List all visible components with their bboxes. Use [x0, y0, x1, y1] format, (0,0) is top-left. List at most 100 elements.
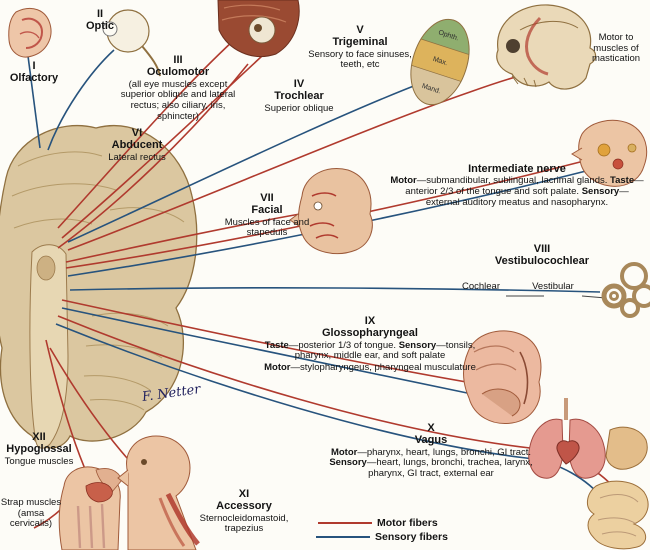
- accessory-desc: Sternocleidomastoid, trapezius: [199, 512, 289, 535]
- oculomotor-desc: (all eye muscles except superior oblique…: [120, 78, 236, 122]
- label-oculomotor: III Oculomotor (all eye muscles except s…: [116, 54, 240, 122]
- label-hypoglossal: XII Hypoglossal Tongue muscles: [0, 431, 78, 467]
- facial-fiber: [65, 213, 301, 263]
- glossopharyngeal-desc: Taste—posterior 1/3 of tongue. Sensory—t…: [260, 339, 480, 362]
- oculomotor-numeral: III: [173, 54, 183, 66]
- glossopharyngeal-motor-label: Motor: [264, 361, 291, 373]
- trochlear-numeral: IV: [293, 78, 305, 90]
- glossopharyngeal-name: Glossopharyngeal: [322, 327, 418, 340]
- intermediate-desc: Motor—submandibular, sublingual, lacrima…: [390, 175, 644, 208]
- facial-numeral: VII: [260, 192, 274, 204]
- glossopharyngeal-motor-fiber: [61, 299, 479, 385]
- vestibulocochlear-numeral: VIII: [533, 243, 551, 255]
- optic-fiber: [47, 49, 115, 151]
- label-optic: II Optic: [74, 8, 126, 33]
- accessory-name: Accessory: [216, 500, 272, 513]
- olfactory-numeral: I: [32, 60, 36, 72]
- legend-motor-label: Motor fibers: [377, 517, 438, 529]
- salivary-gland-illustration: [571, 119, 648, 187]
- brain-illustration: [0, 124, 198, 449]
- vagus-motor-label: Motor: [330, 446, 358, 458]
- glossopharyngeal-taste-label: Taste: [264, 339, 289, 351]
- facial-desc: Muscles of face and stapeduis: [224, 216, 310, 239]
- tongue-neck-illustration: [58, 466, 123, 550]
- vestibulocochlear-name: Vestibulocochlear: [494, 255, 590, 268]
- hypoglossal-numeral: XII: [32, 431, 46, 443]
- olfactory-fiber: [27, 55, 41, 149]
- leader-lines: [506, 295, 607, 299]
- intermediate-motor-text: —submandibular, sublingual, lacrimal gla…: [416, 175, 611, 187]
- label-abducent: VI Abducent Lateral rectus: [86, 127, 188, 163]
- label-facial: VII Facial Muscles of face and stapeduis: [218, 192, 316, 239]
- label-vestibulocochlear: VIII Vestibulocochlear: [466, 243, 618, 268]
- thoracic-abdominal-viscera-illustration: [528, 398, 649, 550]
- facial-muscles-illustration: [289, 168, 373, 254]
- label-olfactory: I Olfactory: [2, 60, 66, 85]
- eye-muscles-illustration: [217, 0, 300, 58]
- trigeminal-name: Trigeminal: [332, 36, 388, 49]
- trigeminal-motor-fiber: [67, 69, 543, 251]
- vagus-sensory-fiber: [55, 323, 605, 501]
- facial-name: Facial: [251, 204, 283, 217]
- intermediate-taste-text: —anterior 2/3 of the tongue and soft pal…: [405, 175, 644, 197]
- trochlear-fiber: [61, 55, 263, 239]
- intermediate-sensory-text: —external auditory meatus and nasopharyn…: [425, 185, 629, 208]
- maxillary-branch-label: Max.: [432, 56, 449, 67]
- label-cochlear: Cochlear: [461, 281, 501, 292]
- vagus-sensory-text: —heart, lungs, bronchi, trachea, larynx,…: [366, 457, 533, 479]
- skull-illustration: [496, 4, 597, 90]
- vagus-name: Vagus: [414, 434, 448, 447]
- oculomotor-fiber: [57, 39, 235, 229]
- glossopharyngeal-sensory-text: —tonsils, pharynx, middle ear, and soft …: [294, 339, 476, 362]
- intermediate-motor-label: Motor: [390, 175, 417, 187]
- accessory-numeral: XI: [238, 488, 250, 500]
- label-intermediate-nerve: Intermediate nerve Motor—submandibular, …: [390, 163, 644, 208]
- glossopharyngeal-taste-text: —posterior 1/3 of tongue.: [288, 339, 399, 351]
- label-trochlear: IV Trochlear Superior oblique: [246, 78, 352, 114]
- legend-sensory-label: Sensory fibers: [375, 531, 448, 543]
- oculomotor-name: Oculomotor: [146, 66, 210, 79]
- abducent-numeral: VI: [131, 127, 143, 139]
- vestibulocochlear-fiber: [69, 287, 601, 293]
- trochlear-name: Trochlear: [274, 90, 324, 103]
- label-glossopharyngeal: IX Glossopharyngeal Taste—posterior 1/3 …: [260, 315, 480, 374]
- trigeminal-sensory-fiber: [67, 81, 425, 243]
- vagus-numeral: X: [427, 422, 435, 434]
- abducent-desc: Lateral rectus: [108, 151, 166, 163]
- glossopharyngeal-motor-desc: Motor—stylopharyngeus, pharyngeal muscul…: [260, 361, 480, 374]
- motor-fiber-swatch: [318, 522, 372, 524]
- intermediate-name: Intermediate nerve: [468, 163, 566, 175]
- legend-sensory-row: Sensory fibers: [316, 531, 448, 543]
- optic-numeral: II: [96, 8, 104, 20]
- label-accessory: XI Accessory Sternocleidomastoid, trapez…: [188, 488, 300, 535]
- vagus-sensory-label: Sensory: [329, 457, 367, 469]
- nerve-fibers: [27, 39, 617, 529]
- sternocleidomastoid-illustration: [117, 435, 200, 550]
- trochlear-desc: Superior oblique: [264, 102, 334, 114]
- glossopharyngeal-numeral: IX: [364, 315, 376, 327]
- label-mastication-note: Motor to muscles of mastication: [591, 32, 641, 65]
- nose-illustration: [8, 8, 52, 58]
- label-strap-muscles: Strap muscles (amsa cervicalis): [0, 497, 62, 530]
- vagus-desc: Motor—pharynx, heart, lungs, bronchi, GI…: [326, 446, 536, 480]
- vagus-motor-text: —pharynx, heart, lungs, bronchi, GI trac…: [357, 446, 532, 458]
- abducent-name: Abducent: [111, 139, 163, 152]
- intermediate-taste-label: Taste: [610, 175, 635, 187]
- trigeminal-desc: Sensory to face sinuses, teeth, etc: [308, 48, 412, 71]
- sensory-fiber-swatch: [316, 536, 370, 538]
- pharynx-illustration: [463, 330, 542, 425]
- label-vagus: X Vagus Motor—pharynx, heart, lungs, bro…: [326, 422, 536, 480]
- optic-name: Optic: [85, 20, 115, 33]
- label-trigeminal: V Trigeminal Sensory to face sinuses, te…: [300, 24, 420, 71]
- hypoglossal-name: Hypoglossal: [6, 443, 72, 456]
- glossopharyngeal-motor-text: —stylopharyngeus, pharyngeal musculature: [290, 361, 476, 373]
- intermediate-sensory-label: Sensory: [581, 185, 620, 197]
- inner-ear-illustration: [601, 262, 650, 318]
- glossopharyngeal-sensory-fiber: [61, 307, 473, 395]
- abducent-fiber: [57, 63, 249, 249]
- legend-motor-row: Motor fibers: [318, 517, 438, 529]
- trigeminal-numeral: V: [356, 24, 364, 36]
- hypoglossal-fiber: [45, 339, 89, 477]
